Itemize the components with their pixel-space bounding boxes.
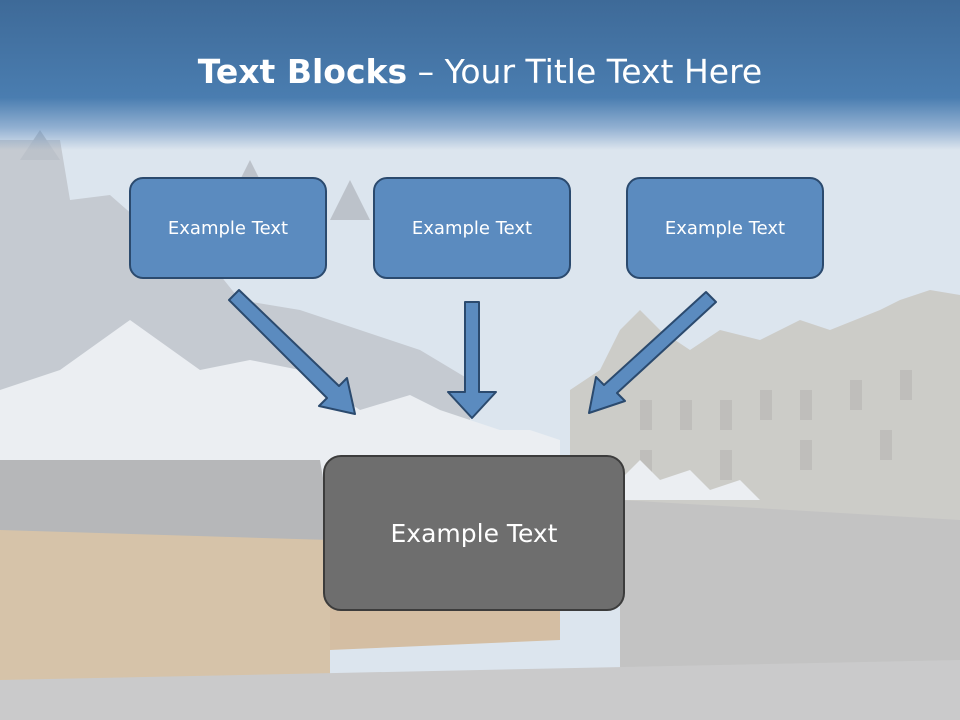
result-block[interactable]: Example Text <box>323 455 625 611</box>
title-bar <box>0 0 960 150</box>
text-block-3-label: Example Text <box>664 217 786 239</box>
result-block-label: Example Text <box>390 518 558 548</box>
title-bold-part: Text Blocks <box>197 52 408 91</box>
text-block-3[interactable]: Example Text <box>626 177 824 279</box>
text-block-2-label: Example Text <box>411 217 533 239</box>
text-block-1[interactable]: Example Text <box>129 177 327 279</box>
slide-title: Text Blocks – Your Title Text Here <box>0 52 960 91</box>
text-block-1-label: Example Text <box>167 217 289 239</box>
text-block-2[interactable]: Example Text <box>373 177 571 279</box>
title-rest-part: – Your Title Text Here <box>407 52 763 91</box>
